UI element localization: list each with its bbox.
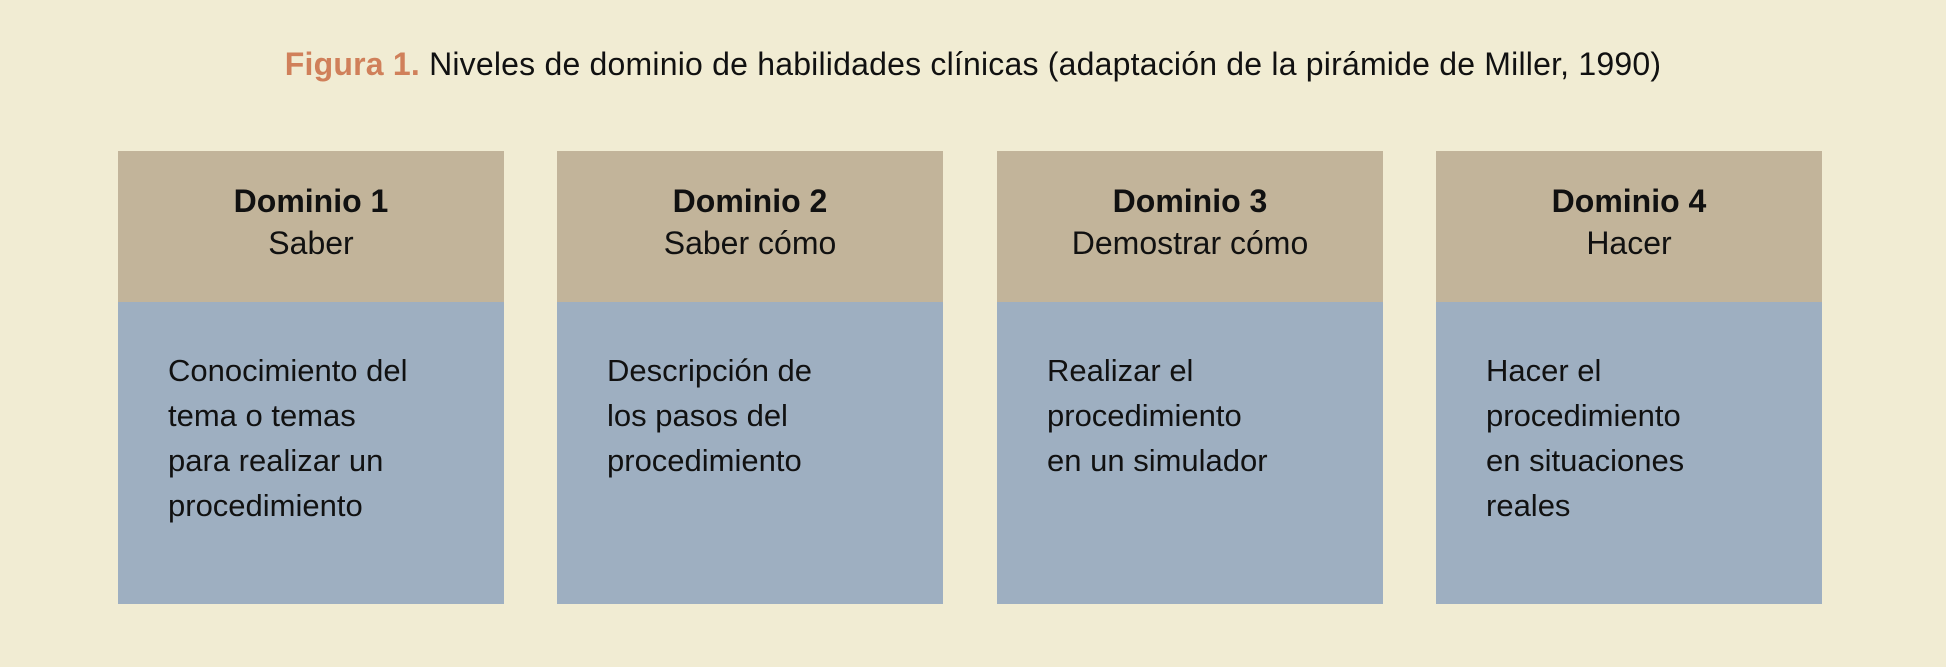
description-line: Descripción de (607, 353, 813, 388)
description-line: procedimiento (1047, 398, 1242, 433)
description-line: Conocimiento del (168, 353, 408, 388)
domain-header: Dominio 3 Demostrar cómo (997, 151, 1383, 302)
domain-subtitle: Saber (268, 225, 354, 261)
description-line: Realizar el (1047, 353, 1194, 388)
domain-description: Hacer el procedimiento en situaciones reale… (1436, 302, 1822, 604)
description-line: los pasos del (607, 398, 788, 433)
description-line: procedimiento (1486, 398, 1681, 433)
description-line: para realizar un (168, 443, 384, 478)
figure-label: Figura 1. (284, 46, 420, 82)
domain-description: Conocimiento del tema o temas para realiza… (118, 302, 504, 604)
domain-header: Dominio 2 Saber cómo (557, 151, 943, 302)
description-line: Hacer el (1486, 353, 1602, 388)
domain-title: Dominio 3 (1112, 183, 1268, 219)
domain-header: Dominio 4 Hacer (1436, 151, 1822, 302)
description-line: procedimiento (607, 443, 802, 478)
figure-caption: Figura 1. Niveles de dominio de habilida… (0, 46, 1946, 83)
description-line: en un simulador (1047, 443, 1268, 478)
domain-description: Realizar el procedimiento en un simulador (997, 302, 1383, 604)
domain-description: Descripción de los pasos del procedimiento (557, 302, 943, 604)
domain-subtitle: Saber cómo (663, 225, 837, 261)
figure-title: Niveles de dominio de habilidades clínic… (429, 46, 1662, 82)
description-line: procedimiento (168, 488, 363, 523)
domain-subtitle: Hacer (1586, 225, 1672, 261)
domain-title: Dominio 1 (233, 183, 389, 219)
domain-title: Dominio 4 (1551, 183, 1707, 219)
domain-title: Dominio 2 (672, 183, 828, 219)
domain-header: Dominio 1 Saber (118, 151, 504, 302)
description-line: en situaciones (1486, 443, 1685, 478)
description-line: reales (1486, 488, 1571, 523)
domain-subtitle: Demostrar cómo (1071, 225, 1309, 261)
description-line: tema o temas (168, 398, 356, 433)
